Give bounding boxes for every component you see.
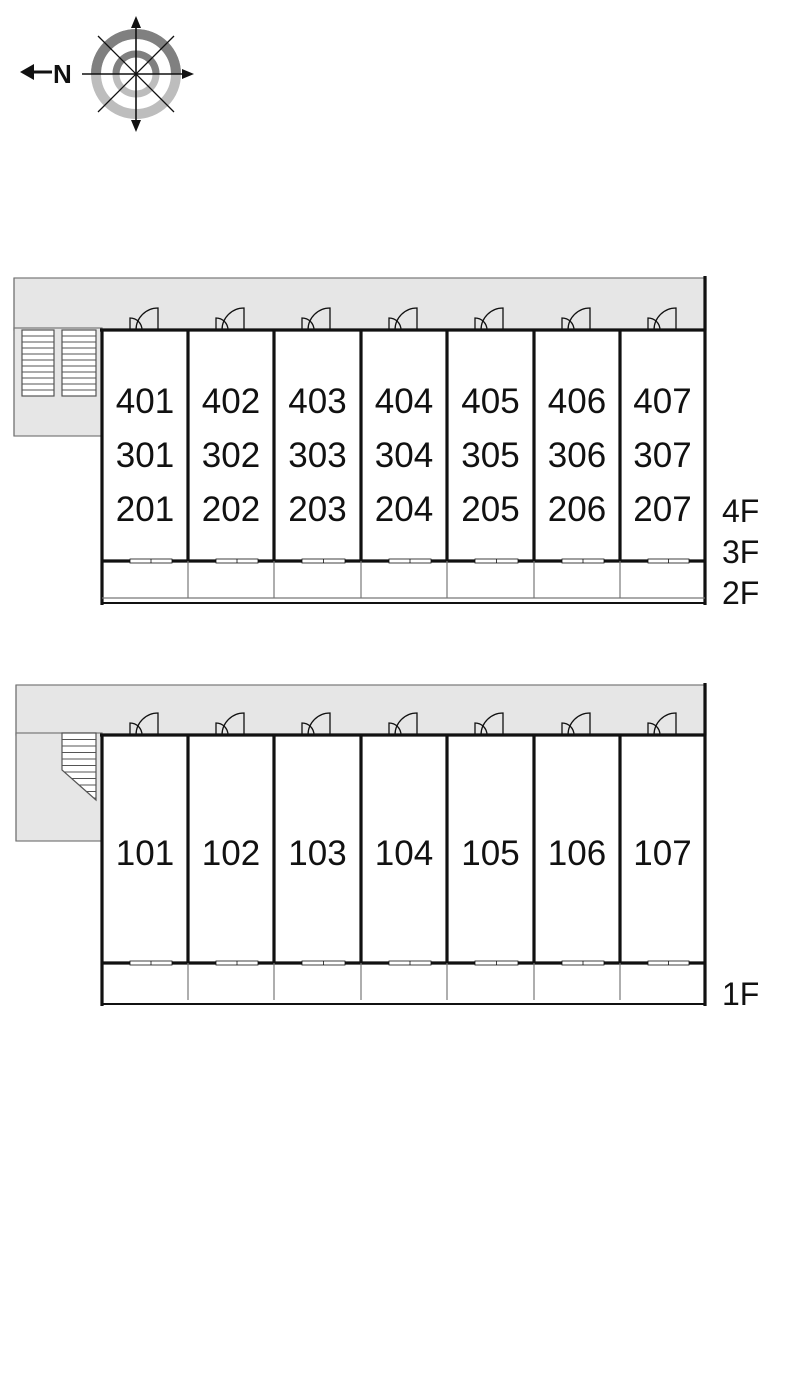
door-icon xyxy=(301,712,331,736)
unit-number: 101 xyxy=(116,834,174,873)
window-icon xyxy=(301,558,346,564)
door-icon xyxy=(388,712,418,736)
door-icon xyxy=(388,307,418,331)
unit-number: 205 xyxy=(461,490,519,529)
unit-number: 305 xyxy=(461,436,519,475)
unit-number: 107 xyxy=(633,834,691,873)
unit-number: 103 xyxy=(288,834,346,873)
unit-101: 101 xyxy=(116,712,174,966)
door-icon xyxy=(129,307,159,331)
floor-label: 2F xyxy=(722,575,759,611)
door-icon xyxy=(561,712,591,736)
window-icon xyxy=(215,558,259,564)
door-icon xyxy=(647,307,677,331)
window-icon xyxy=(561,960,605,966)
door-icon xyxy=(474,712,504,736)
floor-label: 1F xyxy=(722,976,759,1012)
unit-number: 402 xyxy=(202,382,260,421)
window-icon xyxy=(388,558,432,564)
unit-number: 404 xyxy=(375,382,433,421)
window-icon xyxy=(561,558,605,564)
unit-406-306-206: 406 306 206 xyxy=(532,307,606,598)
window-icon xyxy=(301,960,346,966)
unit-405-305-205: 405 305 205 xyxy=(445,307,520,598)
floor-label: 3F xyxy=(722,534,759,570)
upper-floors-block: 401 301 201 402 302 202 403 303 203 404 304 204 405 3… xyxy=(13,276,759,611)
unit-number: 102 xyxy=(202,834,260,873)
staircase-icon xyxy=(61,732,97,802)
unit-401-301-201: 401 301 201 xyxy=(116,307,174,564)
window-icon xyxy=(129,960,173,966)
door-icon xyxy=(129,712,159,736)
compass-rose-icon: N xyxy=(20,16,194,132)
unit-number: 202 xyxy=(202,490,260,529)
ground-floor-block: 101 102 103 104 105 106 107 1F xyxy=(15,683,759,1012)
door-icon xyxy=(647,712,677,736)
unit-number: 201 xyxy=(116,490,174,529)
unit-106: 106 xyxy=(532,712,606,1000)
unit-number: 405 xyxy=(461,382,519,421)
north-arrow-icon xyxy=(20,64,52,80)
door-icon xyxy=(301,307,331,331)
unit-number: 104 xyxy=(375,834,433,873)
unit-number: 401 xyxy=(116,382,174,421)
unit-number: 304 xyxy=(375,436,433,475)
window-icon xyxy=(129,558,173,564)
double-staircase-icon xyxy=(21,329,97,397)
window-icon xyxy=(647,960,690,966)
unit-number: 407 xyxy=(633,382,691,421)
unit-107: 107 xyxy=(618,712,692,1000)
unit-number: 204 xyxy=(375,490,433,529)
door-icon xyxy=(215,307,245,331)
unit-104: 104 xyxy=(359,712,433,1000)
unit-number: 106 xyxy=(548,834,606,873)
unit-103: 103 xyxy=(272,712,347,1000)
unit-number: 203 xyxy=(288,490,346,529)
unit-403-303-203: 403 303 203 xyxy=(272,307,347,598)
unit-number: 207 xyxy=(633,490,691,529)
window-icon xyxy=(474,960,519,966)
window-icon xyxy=(647,558,690,564)
unit-number: 406 xyxy=(548,382,606,421)
unit-407-307-207: 407 307 207 xyxy=(618,307,692,598)
compass-north-letter: N xyxy=(53,59,72,89)
unit-402-302-202: 402 302 202 xyxy=(186,307,260,598)
unit-number: 302 xyxy=(202,436,260,475)
door-icon xyxy=(561,307,591,331)
unit-number: 301 xyxy=(116,436,174,475)
unit-number: 105 xyxy=(461,834,519,873)
unit-number: 206 xyxy=(548,490,606,529)
unit-number: 307 xyxy=(633,436,691,475)
unit-number: 303 xyxy=(288,436,346,475)
window-icon xyxy=(474,558,519,564)
window-icon xyxy=(388,960,432,966)
unit-number: 306 xyxy=(548,436,606,475)
unit-102: 102 xyxy=(186,712,260,1000)
unit-105: 105 xyxy=(445,712,520,1000)
floor-label: 4F xyxy=(722,493,759,529)
window-icon xyxy=(215,960,259,966)
unit-404-304-204: 404 304 204 xyxy=(359,307,433,598)
door-icon xyxy=(215,712,245,736)
door-icon xyxy=(474,307,504,331)
unit-number: 403 xyxy=(288,382,346,421)
